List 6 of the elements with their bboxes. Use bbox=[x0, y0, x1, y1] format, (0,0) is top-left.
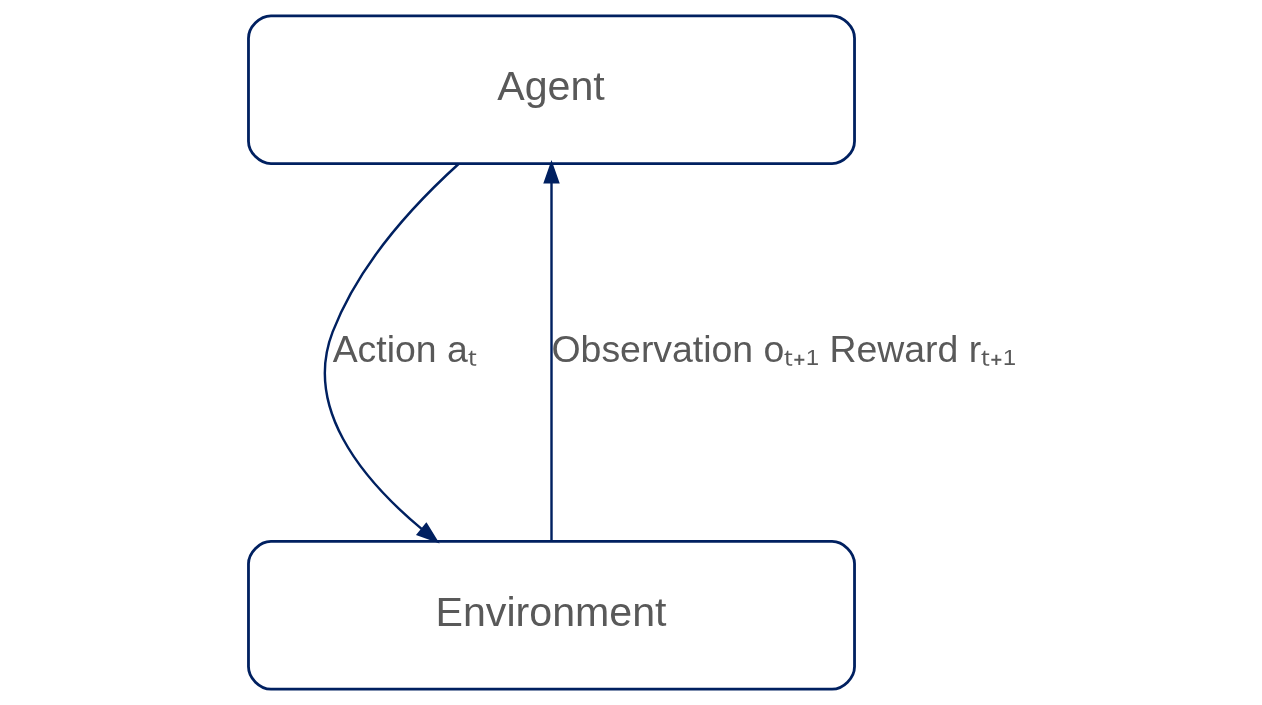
edge-label: Observation oₜ₊₁ Reward rₜ₊₁ bbox=[551, 327, 1016, 370]
edge-label: Action aₜ bbox=[332, 327, 477, 370]
node-box: Agent bbox=[247, 14, 856, 165]
arrow bbox=[543, 159, 560, 542]
node-box: Environment bbox=[247, 540, 856, 691]
arrow bbox=[323, 162, 460, 544]
